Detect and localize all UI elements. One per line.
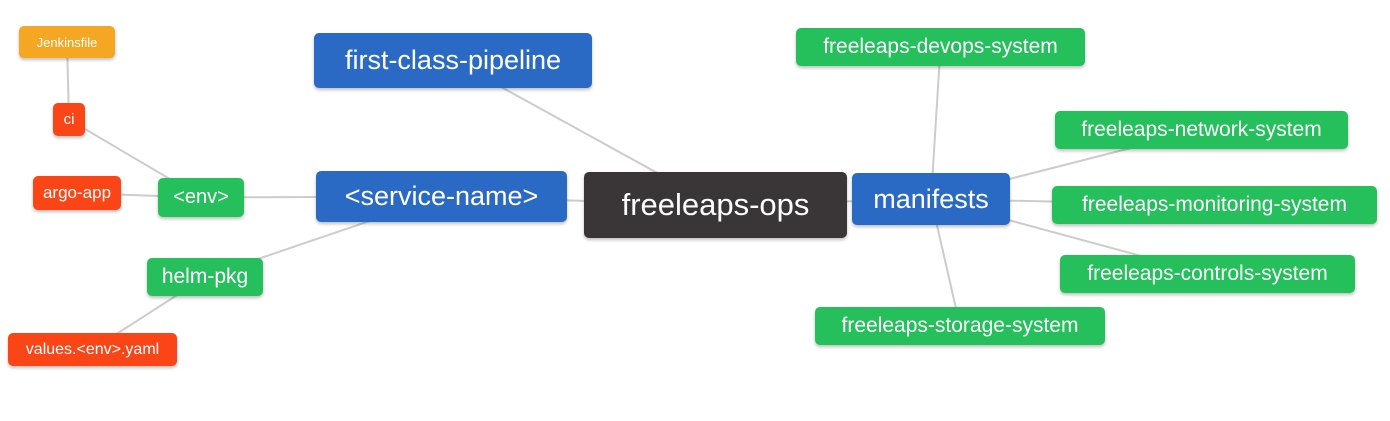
node-freeleaps-storage-system[interactable]: freeleaps-storage-system	[815, 307, 1105, 345]
node-first-class-pipeline[interactable]: first-class-pipeline	[314, 33, 592, 88]
node-jenkinsfile[interactable]: Jenkinsfile	[19, 26, 115, 58]
node-freeleaps-ops[interactable]: freeleaps-ops	[584, 172, 847, 238]
node-ci[interactable]: ci	[53, 103, 85, 136]
node-helm-pkg[interactable]: helm-pkg	[147, 258, 263, 296]
node-argo-app[interactable]: argo-app	[33, 176, 121, 210]
node-freeleaps-devops-system[interactable]: freeleaps-devops-system	[796, 28, 1085, 66]
node-freeleaps-controls-system[interactable]: freeleaps-controls-system	[1060, 255, 1355, 293]
node-service-name[interactable]: <service-name>	[316, 171, 567, 222]
node-values-env-yaml[interactable]: values.<env>.yaml	[8, 333, 177, 366]
node-freeleaps-monitoring-system[interactable]: freeleaps-monitoring-system	[1052, 186, 1377, 224]
node-env[interactable]: <env>	[158, 178, 244, 217]
node-manifests[interactable]: manifests	[852, 173, 1010, 225]
node-freeleaps-network-system[interactable]: freeleaps-network-system	[1055, 111, 1348, 149]
